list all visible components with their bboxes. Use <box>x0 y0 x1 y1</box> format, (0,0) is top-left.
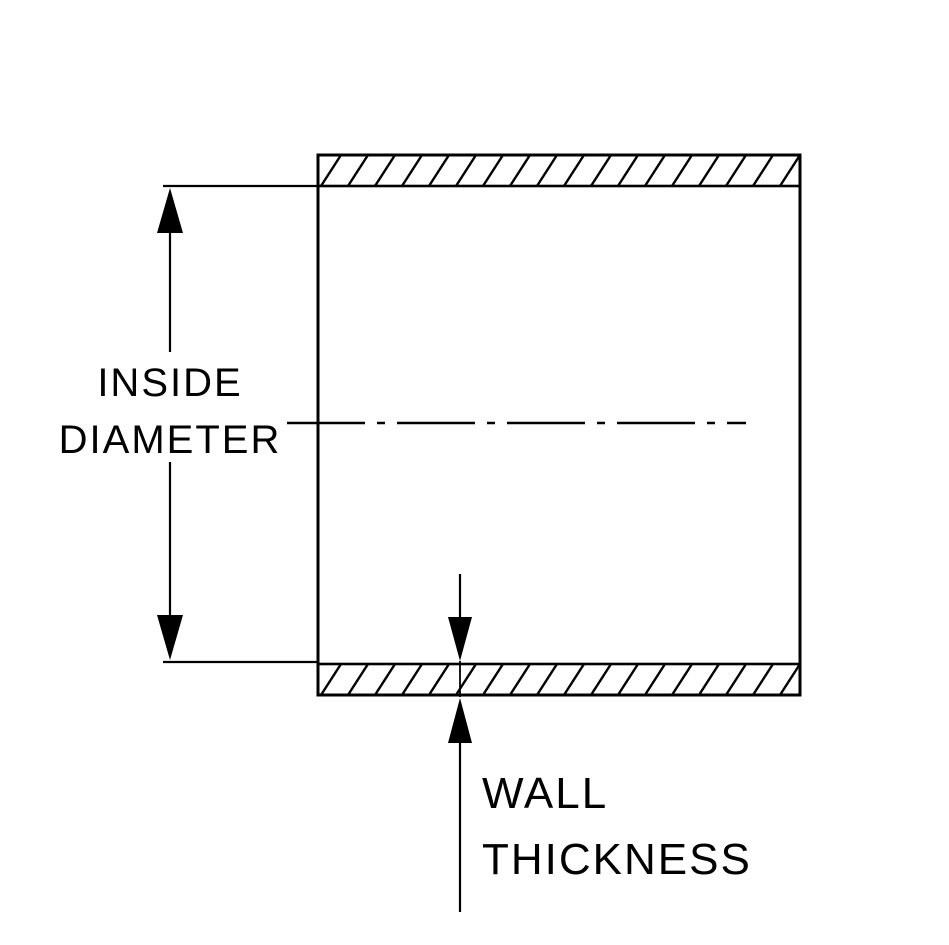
bottom-wall-hatch <box>316 662 802 697</box>
inside-diameter-label-line2: DIAMETER <box>59 418 282 462</box>
inside-diameter-arrow-up-icon <box>157 188 183 233</box>
tube-outline <box>316 153 802 697</box>
wall-thickness-arrow-down-icon <box>448 617 472 661</box>
inside-diameter-arrow-down-icon <box>157 615 183 660</box>
wall-thickness-arrow-up-icon <box>448 698 472 743</box>
top-wall-hatch <box>316 153 802 188</box>
inside-diameter-label-line1: INSIDE <box>97 361 242 405</box>
wall-thickness-label-line2: THICKNESS <box>482 835 752 884</box>
wall-thickness-label-line1: WALL <box>482 769 608 818</box>
